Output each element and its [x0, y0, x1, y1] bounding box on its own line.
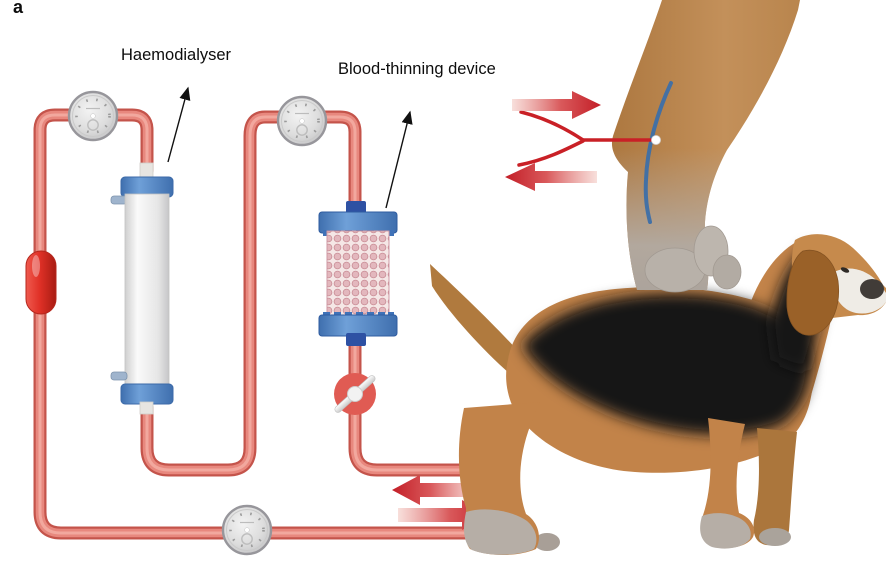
dialyser-body	[124, 193, 170, 387]
dog-saddle-black	[522, 293, 811, 435]
pressure-gauge-bottom	[221, 504, 273, 556]
beagle-dog	[430, 234, 886, 555]
dialysate-port-top	[110, 195, 128, 205]
panel-label: a	[13, 0, 24, 17]
tube-left-loop	[33, 108, 500, 540]
valve-ball	[347, 386, 363, 402]
stopcock-valve	[334, 373, 376, 415]
dog-nose	[860, 279, 884, 299]
blood-thinning-device-label: Blood-thinning device	[338, 60, 496, 78]
haemodialyser-label: Haemodialyser	[121, 46, 232, 64]
drip-chamber	[25, 250, 57, 315]
tube-middle-loop	[140, 110, 362, 477]
btd-bottom-cap	[318, 314, 398, 337]
vessel-branch	[517, 110, 658, 167]
annotation-arrow-blood-thinning	[385, 110, 413, 209]
vein-line	[643, 81, 673, 224]
dialyser-bottom-connector	[139, 401, 154, 415]
flow-arrow-venous	[505, 163, 597, 191]
flow-arrow-arterial	[512, 91, 601, 119]
puncture-point	[651, 135, 661, 145]
dog-eye	[840, 267, 850, 273]
inset-toe-3	[712, 254, 742, 290]
dog-ear	[786, 249, 839, 336]
dialyser-bottom-cap	[120, 383, 174, 405]
annotation-arrow-haemodialyser	[167, 86, 191, 163]
dog-far-front-paw	[759, 528, 791, 546]
tube-to-dog	[348, 333, 500, 477]
btd-top-cap	[318, 211, 398, 234]
chamber-highlight	[32, 255, 40, 277]
annotation-arrows	[167, 86, 413, 209]
pressure-gauge-top-left	[67, 90, 119, 142]
dog-front-paw	[700, 513, 751, 549]
dog-far-hind-paw	[534, 533, 560, 551]
blood-thinning-device-graphic	[318, 201, 398, 346]
dog-hind-paw	[464, 509, 537, 555]
dog-far-front-leg	[753, 428, 797, 546]
dialysate-port-bottom	[110, 371, 128, 381]
blood-tubing-circuit	[33, 108, 500, 540]
hind-leg-inset	[505, 0, 800, 293]
flow-arrow-draw	[392, 475, 478, 505]
btd-bottom-connector	[346, 333, 366, 346]
haemodialyser-device	[110, 162, 174, 415]
btd-bead-column	[326, 230, 390, 318]
dog-tail	[430, 264, 528, 374]
pressure-gauge-top-middle	[276, 95, 328, 147]
